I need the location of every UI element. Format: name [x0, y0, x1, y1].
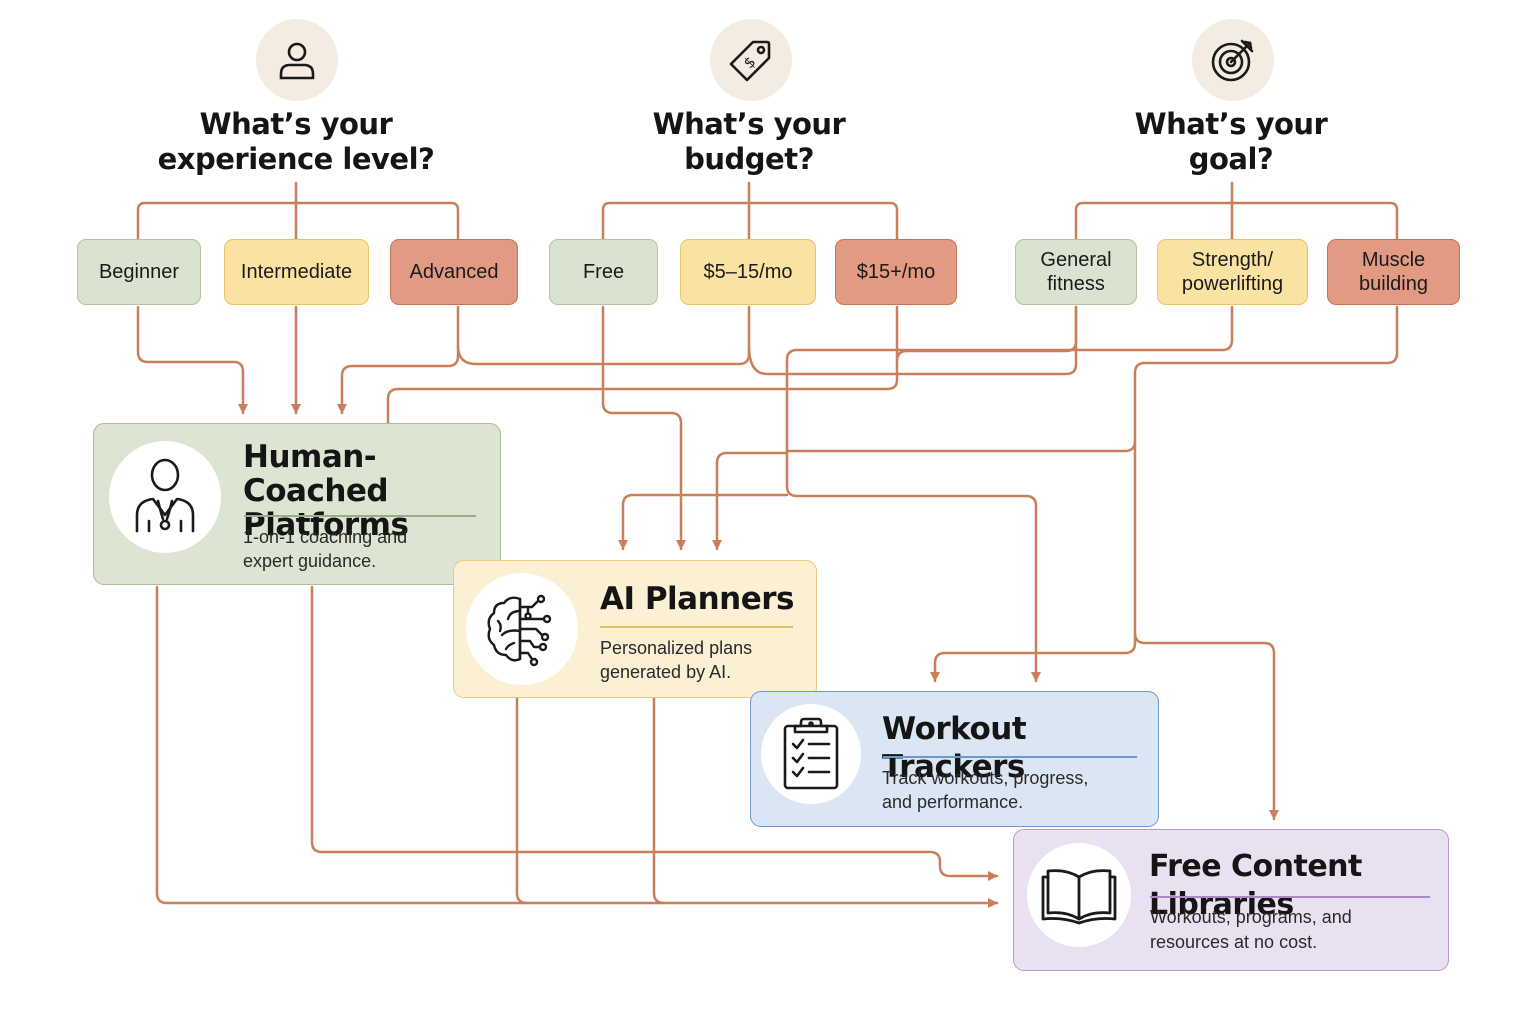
bracket-budget: [601, 181, 899, 241]
card-title-line: Free Content Libraries: [1149, 849, 1362, 922]
card-workout-trackers[interactable]: Workout Trackers Track workouts, progres…: [750, 691, 1159, 827]
card-description: Personalized plans generated by AI.: [600, 636, 752, 684]
card-desc-line: Track workouts, progress,: [882, 768, 1089, 788]
card-free-content-libraries[interactable]: Free Content Libraries Workouts, program…: [1013, 829, 1449, 971]
line-muscle-libraries: [1133, 631, 1279, 821]
line-ai-libraries-a: [515, 696, 529, 905]
option-high-budget[interactable]: $15+/mo: [835, 239, 957, 305]
line-beginner-human: [136, 305, 248, 415]
clipboard-icon: [761, 704, 861, 804]
question-line: experience level?: [157, 142, 435, 176]
card-desc-line: Workouts, programs, and: [1150, 907, 1352, 927]
coach-icon: [109, 441, 221, 553]
question-line: What’s your: [652, 107, 846, 141]
card-desc-line: and performance.: [882, 792, 1024, 812]
line-trunk-ai-left: [618, 493, 789, 551]
option-label: Muscle building: [1359, 249, 1428, 295]
price-tag-icon: $: [710, 19, 792, 101]
bracket-goal: [1074, 181, 1399, 241]
line-trunk-ai: [712, 451, 789, 551]
option-mid-budget[interactable]: $5–15/mo: [680, 239, 816, 305]
card-title-line: Human-Coached: [243, 439, 389, 509]
card-title-line: AI Planners: [600, 581, 795, 617]
card-human-coached[interactable]: Human-Coached Platforms 1-on-1 coaching …: [93, 423, 501, 585]
bracket-experience: [136, 181, 460, 241]
question-line: What’s your: [199, 107, 393, 141]
card-title: Workout Trackers: [882, 710, 1158, 786]
option-advanced[interactable]: Advanced: [390, 239, 518, 305]
question-goal: What’s your goal?: [1081, 107, 1381, 177]
card-divider: [244, 515, 476, 517]
line-human-libraries-b: [310, 585, 999, 881]
option-intermediate[interactable]: Intermediate: [224, 239, 369, 305]
card-title: Human-Coached Platforms: [243, 440, 500, 542]
card-desc-line: resources at no cost.: [1150, 932, 1318, 952]
option-strength[interactable]: Strength/ powerlifting: [1157, 239, 1308, 305]
card-title: AI Planners: [600, 580, 795, 618]
target-icon: [1192, 19, 1274, 101]
option-label: $15+/mo: [856, 261, 936, 283]
option-muscle[interactable]: Muscle building: [1327, 239, 1460, 305]
line-advanced-human: [337, 305, 460, 415]
question-line: budget?: [684, 142, 814, 176]
option-label: Beginner: [98, 261, 180, 283]
card-desc-line: expert guidance.: [243, 551, 377, 571]
card-title-line: Platforms: [243, 507, 409, 543]
card-divider: [600, 626, 793, 628]
line-strength-trunk: [785, 305, 1234, 683]
card-desc-line: Personalized plans: [600, 638, 753, 658]
line-free-ai: [601, 305, 686, 551]
card-title: Free Content Libraries: [1149, 848, 1448, 924]
card-desc-line: generated by AI.: [600, 662, 732, 682]
line-human-libraries-a: [155, 585, 999, 908]
brain-circuit-icon: [466, 573, 578, 685]
line-advanced-right: [456, 305, 751, 366]
line-general-trunk: [895, 305, 1078, 363]
line-trunk-branch: [785, 439, 1137, 453]
option-general-fitness[interactable]: General fitness: [1015, 239, 1137, 305]
option-free[interactable]: Free: [549, 239, 658, 305]
line-ai-libraries-b: [652, 696, 666, 905]
option-label: Advanced: [409, 261, 499, 283]
option-label: Free: [582, 261, 625, 283]
option-beginner[interactable]: Beginner: [77, 239, 201, 305]
line-high-human: [386, 305, 899, 425]
person-icon: [256, 19, 338, 101]
question-line: What’s your: [1134, 107, 1328, 141]
question-budget: What’s your budget?: [599, 107, 899, 177]
card-description: Track workouts, progress, and performanc…: [882, 766, 1088, 814]
open-book-icon: [1027, 843, 1131, 947]
question-line: goal?: [1188, 142, 1274, 176]
card-divider: [883, 756, 1137, 758]
question-experience: What’s your experience level?: [146, 107, 446, 177]
card-desc-line: 1-on-1 coaching and: [243, 527, 408, 547]
card-ai-planners[interactable]: AI Planners Personalized plans generated…: [453, 560, 817, 698]
line-muscle-trunk: [930, 305, 1399, 683]
line-mid-budget-trunk: [747, 305, 1078, 376]
option-label: General fitness: [1040, 249, 1112, 295]
card-divider: [1150, 896, 1430, 898]
card-description: 1-on-1 coaching and expert guidance.: [243, 525, 407, 573]
option-label: Intermediate: [240, 261, 353, 283]
card-title-line: Workout Trackers: [882, 711, 1027, 785]
option-label: Strength/ powerlifting: [1181, 249, 1284, 295]
option-label: $5–15/mo: [703, 261, 793, 283]
card-description: Workouts, programs, and resources at no …: [1150, 905, 1352, 955]
